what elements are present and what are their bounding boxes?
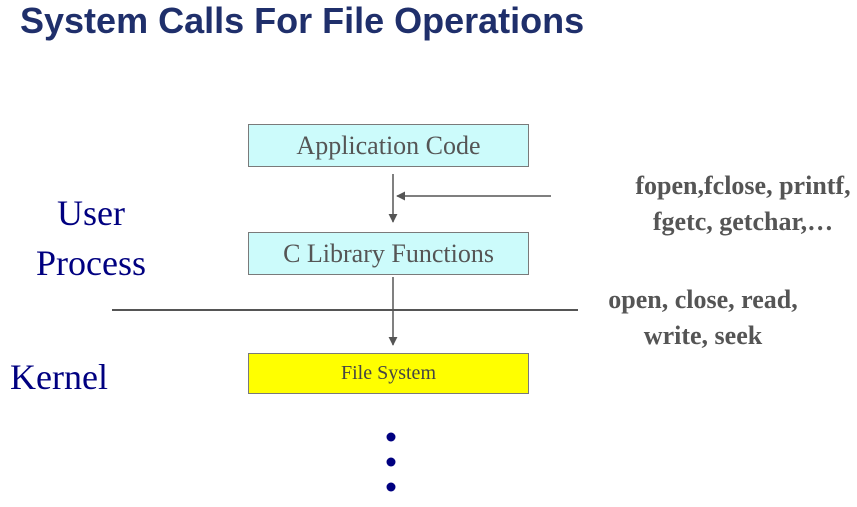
library-calls-line: fgetc, getchar,… bbox=[652, 207, 834, 236]
file-system-label: File System bbox=[340, 362, 436, 384]
user-label-line: User bbox=[57, 193, 125, 233]
c-library-label: C Library Functions bbox=[283, 238, 494, 268]
library-calls-line: fopen,fclose, printf, bbox=[635, 171, 851, 200]
ellipsis-dot bbox=[386, 432, 396, 442]
user-process-label: User Process bbox=[28, 188, 154, 288]
library-calls-note: fopen,fclose, printf, fgetc, getchar,… bbox=[598, 168, 857, 240]
application-code-box: Application Code bbox=[248, 124, 529, 167]
ellipsis-dot bbox=[386, 457, 396, 467]
system-calls-note: open, close, read, write, seek bbox=[588, 282, 818, 354]
application-code-label: Application Code bbox=[296, 130, 481, 160]
ellipsis-dot bbox=[386, 482, 396, 492]
system-calls-line: open, close, read, bbox=[608, 285, 798, 314]
process-label-line: Process bbox=[36, 243, 146, 283]
system-calls-line: write, seek bbox=[643, 321, 763, 350]
c-library-box: C Library Functions bbox=[248, 232, 529, 275]
file-system-box: File System bbox=[248, 353, 529, 394]
kernel-label: Kernel bbox=[10, 357, 108, 397]
page-title: System Calls For File Operations bbox=[20, 0, 585, 41]
